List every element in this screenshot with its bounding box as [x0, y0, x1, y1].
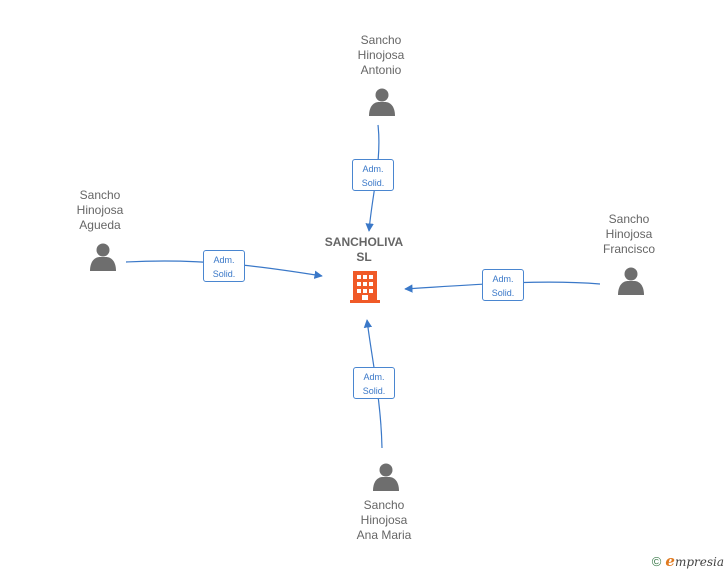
- building-icon[interactable]: [350, 271, 380, 303]
- edge-label-francisco[interactable]: Adm. Solid.: [482, 269, 524, 301]
- copyright-icon: ©: [651, 553, 662, 569]
- footer-brand[interactable]: © empresia: [652, 551, 724, 571]
- person-icon[interactable]: [369, 88, 395, 117]
- person-label-antonio[interactable]: Sancho Hinojosa Antonio: [357, 33, 405, 77]
- person-label-ana-maria[interactable]: Sancho Hinojosa Ana Maria: [356, 498, 412, 542]
- empresia-logo: empresia: [665, 552, 724, 570]
- person-icon[interactable]: [90, 243, 116, 272]
- person-icon[interactable]: [618, 267, 644, 296]
- edge-label-antonio[interactable]: Adm. Solid.: [352, 159, 394, 191]
- edge-label-agueda[interactable]: Adm. Solid.: [203, 250, 245, 282]
- company-label[interactable]: SANCHOLIVA SL: [324, 235, 404, 264]
- person-label-francisco[interactable]: Sancho Hinojosa Francisco: [602, 212, 656, 256]
- person-icon[interactable]: [373, 463, 399, 492]
- person-label-agueda[interactable]: Sancho Hinojosa Agueda: [76, 188, 124, 232]
- edge-label-ana-maria[interactable]: Adm. Solid.: [353, 367, 395, 399]
